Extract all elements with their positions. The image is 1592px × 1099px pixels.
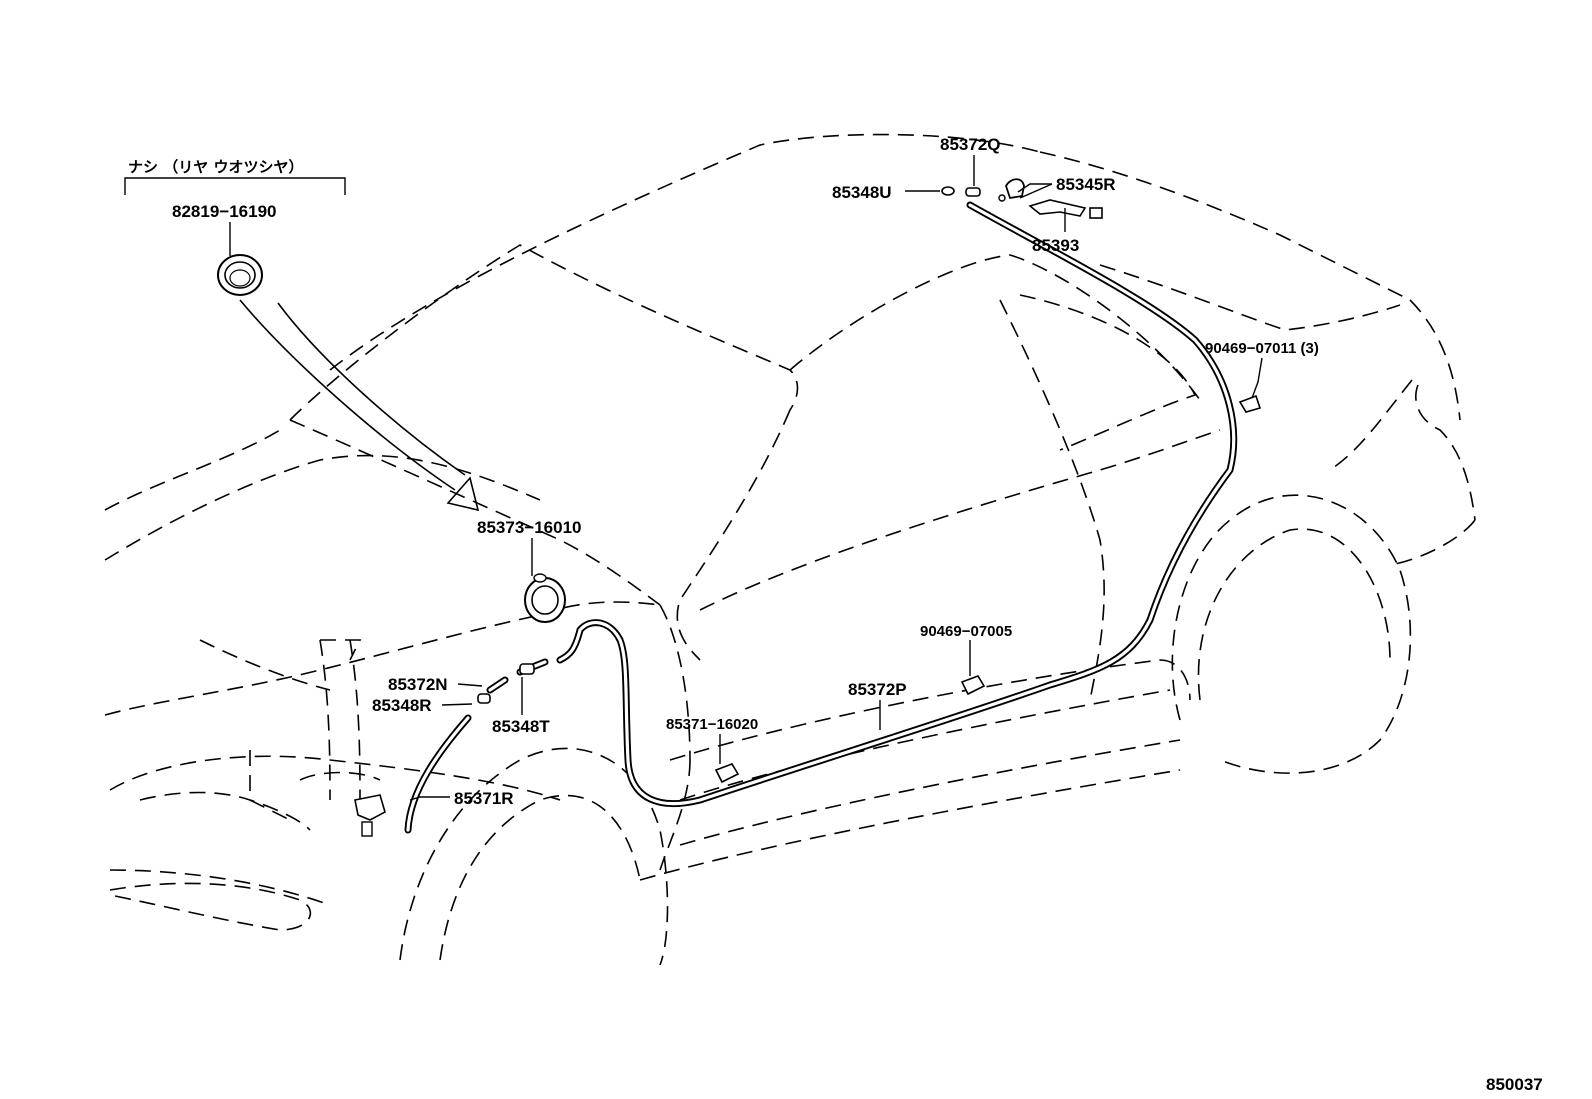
callout-arrow	[239, 299, 480, 512]
joint-85348T	[519, 663, 535, 675]
label-85371-16020: 85371−16020	[666, 716, 758, 733]
label-82819-16190: 82819−16190	[172, 202, 276, 221]
nozzle-85345R	[998, 178, 1025, 202]
label-85371R: 85371R	[454, 789, 514, 808]
label-85372Q: 85372Q	[940, 135, 1001, 154]
part-labels: ナシ （リヤ ウオツシヤ） 82819−16190 85373−16010 85…	[128, 135, 1543, 1094]
clip-85371-16020	[714, 763, 740, 784]
label-90469-07005: 90469−07005	[920, 623, 1012, 640]
clip-90469-07005	[960, 675, 986, 696]
note-no-rear-washer: ナシ （リヤ ウオツシヤ）	[128, 158, 303, 176]
label-85372P: 85372P	[848, 680, 907, 699]
leader-lines	[124, 155, 1263, 801]
grommet-82819	[217, 254, 263, 296]
clip-90469-07011	[1238, 394, 1262, 413]
bracket-85393	[1028, 199, 1103, 219]
grommet-85373	[524, 573, 566, 623]
car-body-outline	[104, 133, 1476, 966]
label-90469-07011: 90469−07011 (3)	[1205, 340, 1319, 357]
washer-pump	[354, 794, 386, 837]
joint-85348R	[477, 693, 491, 704]
washer-hose-route	[404, 201, 1238, 834]
label-85348U: 85348U	[832, 183, 892, 202]
label-85373-16010: 85373−16010	[477, 518, 581, 537]
label-85372N: 85372N	[388, 675, 448, 694]
label-85348T: 85348T	[492, 717, 550, 736]
diagram-code: 850037	[1486, 1075, 1543, 1094]
label-85393: 85393	[1032, 236, 1079, 255]
joint-85348U	[941, 186, 981, 197]
label-85345R: 85345R	[1056, 175, 1116, 194]
label-85348R: 85348R	[372, 696, 432, 715]
